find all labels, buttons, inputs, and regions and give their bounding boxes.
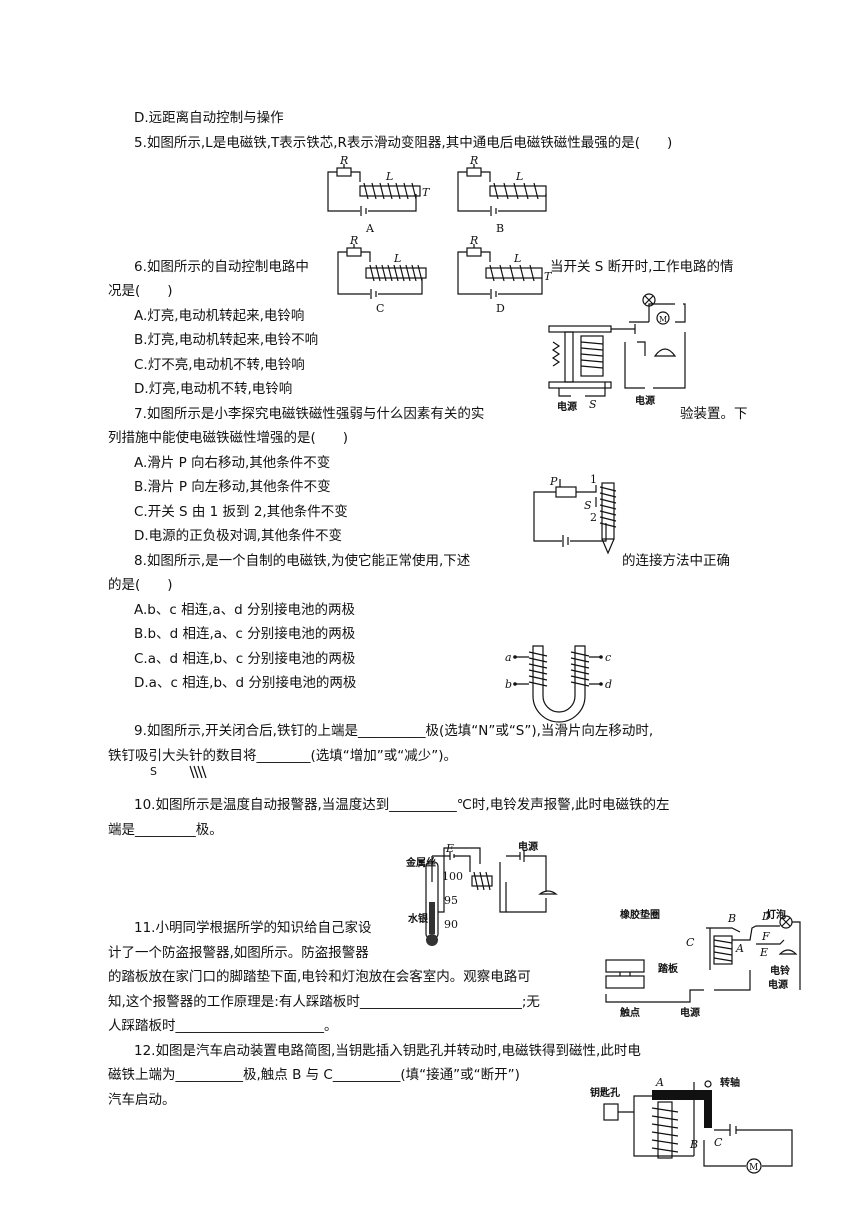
svg-text:D: D — [761, 910, 771, 923]
svg-text:c: c — [605, 651, 611, 664]
question-5: 5.如图所示,L是电磁铁,T表示铁芯,R表示滑动变阻器,其中通电后电磁铁磁性最强… — [134, 135, 673, 151]
svg-text:C: C — [714, 1136, 723, 1149]
label-metal-wire: 金属丝 — [405, 856, 436, 869]
label-bulb: 灯泡 — [766, 908, 786, 921]
figure-q10-temp-alarm: 金属丝 水银 E 100 95 90 电源 — [405, 840, 558, 946]
motor-m: M — [659, 315, 667, 324]
question-11-part4: 知,这个报警器的工作原理是:有人踩踏板时____________________… — [108, 994, 540, 1010]
svg-text:L: L — [513, 252, 521, 265]
label-pos1: 1 — [590, 473, 597, 486]
figure-q11-anti-theft: 橡胶垫圈 踏板 触点 电源 灯泡 电铃 电源 B D F C A E — [605, 908, 801, 1019]
figure-q7-apparatus: P 1 S 2 — [533, 473, 617, 555]
label-l: L — [385, 170, 393, 183]
svg-text:电源: 电源 — [635, 394, 655, 407]
svg-text:b: b — [505, 678, 512, 691]
q6-option-a: A.灯亮,电动机转起来,电铃响 — [134, 308, 305, 324]
q8-option-c: C.a、d 相连,b、c 分别接电池的两极 — [134, 651, 356, 667]
figure-q6-relay-circuit: M 电源 S 电源 — [548, 293, 686, 413]
question-7-part3: 列措施中能使电磁铁磁性增强的是( ) — [108, 430, 349, 446]
label-t: T — [422, 186, 431, 199]
svg-text:电源: 电源 — [518, 840, 538, 853]
label-axis: 转轴 — [720, 1076, 740, 1089]
svg-text:电源: 电源 — [680, 1006, 700, 1019]
question-7-part2: 验装置。下 — [680, 406, 748, 422]
figure-q12-car-starter: M 钥匙孔 转轴 A B C — [590, 1076, 793, 1174]
question-6-part3: 况是( ) — [108, 283, 173, 299]
svg-text:R: R — [349, 234, 358, 247]
svg-text:S: S — [584, 499, 592, 512]
question-7-part1: 7.如图所示是小李探究电磁铁磁性强弱与什么因素有关的实 — [134, 406, 485, 422]
label-pos2: 2 — [590, 511, 597, 524]
q8-option-b: B.b、d 相连,a、c 分别接电池的两极 — [134, 626, 356, 642]
q6-option-c: C.灯不亮,电动机不转,电铃响 — [134, 357, 305, 373]
question-11-part2: 计了一个防盗报警器,如图所示。防盗报警器 — [108, 945, 369, 961]
question-11-part5: 人踩踏板时______________________。 — [108, 1018, 338, 1034]
q8-option-d: D.a、c 相连,b、d 分别接电池的两极 — [134, 675, 357, 691]
figure-q5-circuit-b: R L B — [457, 154, 547, 235]
q6-option-b: B.灯亮,电动机转起来,电铃不响 — [134, 332, 319, 348]
figure-q5-circuit-d: R L T D — [457, 234, 553, 315]
question-8-part1: 8.如图所示,是一个自制的电磁铁,为使它能正常使用,下述 — [134, 553, 471, 569]
question-11-part3: 的踏板放在家门口的脚踏垫下面,电铃和灯泡放在会客室内。观察电路可 — [108, 969, 531, 985]
question-6-part1: 6.如图所示的自动控制电路中 — [134, 259, 309, 275]
svg-text:E: E — [759, 946, 768, 959]
q7-option-d: D.电源的正负极对调,其他条件不变 — [134, 528, 342, 544]
svg-text:R: R — [469, 154, 478, 167]
svg-text:A: A — [735, 942, 744, 955]
label-contact: 触点 — [619, 1006, 640, 1019]
label-keyhole: 钥匙孔 — [590, 1086, 620, 1099]
svg-text:E: E — [445, 842, 454, 855]
tick-95: 95 — [444, 894, 458, 907]
question-9-part2: 铁钉吸引大头针的数目将________(选填“增加”或“减少”)。 — [108, 748, 458, 764]
svg-text:电源: 电源 — [768, 978, 788, 991]
question-12-part3: 汽车启动。 — [108, 1092, 176, 1108]
question-8-part3: 的是( ) — [108, 577, 173, 593]
figure-q5-circuit-c: R L C — [337, 234, 427, 315]
question-8-part2: 的连接方法中正确 — [622, 553, 730, 569]
svg-text:a: a — [505, 651, 512, 664]
question-6-part2: 当开关 S 断开时,工作电路的情 — [550, 259, 734, 275]
q7-option-c: C.开关 S 由 1 扳到 2,其他条件不变 — [134, 504, 348, 520]
label-bell: 电铃 — [770, 964, 791, 977]
pins-fragment-icon — [189, 765, 207, 779]
option-d-remote-control: D.远距离自动控制与操作 — [134, 110, 284, 126]
svg-text:L: L — [393, 252, 401, 265]
label-a: A — [365, 222, 375, 235]
label-mercury: 水银 — [407, 912, 429, 925]
q7-option-b: B.滑片 P 向左移动,其他条件不变 — [134, 479, 331, 495]
svg-text:R: R — [469, 234, 478, 247]
svg-text:A: A — [655, 1076, 664, 1089]
tick-90: 90 — [444, 918, 458, 931]
question-9-part1: 9.如图所示,开关闭合后,铁钉的上端是__________极(选填“N”或“S”… — [134, 723, 654, 739]
label-switch-q6: S — [589, 398, 597, 411]
label-power-q6: 电源 — [557, 400, 577, 413]
svg-text:B: B — [727, 912, 736, 925]
svg-text:M: M — [749, 1163, 758, 1173]
tick-100: 100 — [442, 870, 463, 883]
svg-text:B: B — [689, 1138, 698, 1151]
question-10-part1: 10.如图所示是温度自动报警器,当温度达到__________℃时,电铃发声报警… — [134, 797, 670, 813]
question-12-part2: 磁铁上端为__________极,触点 B 与 C__________(填“接通… — [108, 1067, 520, 1083]
question-11-part1: 11.小明同学根据所学的知识给自己家设 — [134, 920, 372, 936]
svg-text:d: d — [605, 678, 612, 691]
svg-text:T: T — [544, 270, 553, 283]
svg-text:C: C — [686, 936, 695, 949]
question-10-part2: 端是_________极。 — [108, 822, 223, 838]
label-p: P — [549, 475, 558, 488]
figure-q5-circuit-a: R L T A — [327, 154, 431, 235]
label-c: C — [376, 302, 384, 315]
label-rubber-pad: 橡胶垫圈 — [620, 908, 660, 921]
q7-option-a: A.滑片 P 向右移动,其他条件不变 — [134, 455, 331, 471]
svg-text:L: L — [515, 170, 523, 183]
question-12-part1: 12.如图是汽车启动装置电路简图,当钥匙插入钥匙孔并转动时,电磁铁得到磁性,此时… — [134, 1043, 641, 1059]
figure-q8-u-magnet: a b c d — [505, 645, 612, 723]
label-d: D — [496, 302, 505, 315]
svg-text:F: F — [761, 930, 770, 943]
q8-option-a: A.b、c 相连,a、d 分别接电池的两极 — [134, 602, 355, 618]
label-b: B — [496, 222, 504, 235]
label-pedal: 踏板 — [658, 962, 679, 975]
q6-option-d: D.灯亮,电动机不转,电铃响 — [134, 381, 293, 397]
question-9-fragment-s: S — [150, 765, 157, 778]
label-r: R — [339, 154, 348, 167]
